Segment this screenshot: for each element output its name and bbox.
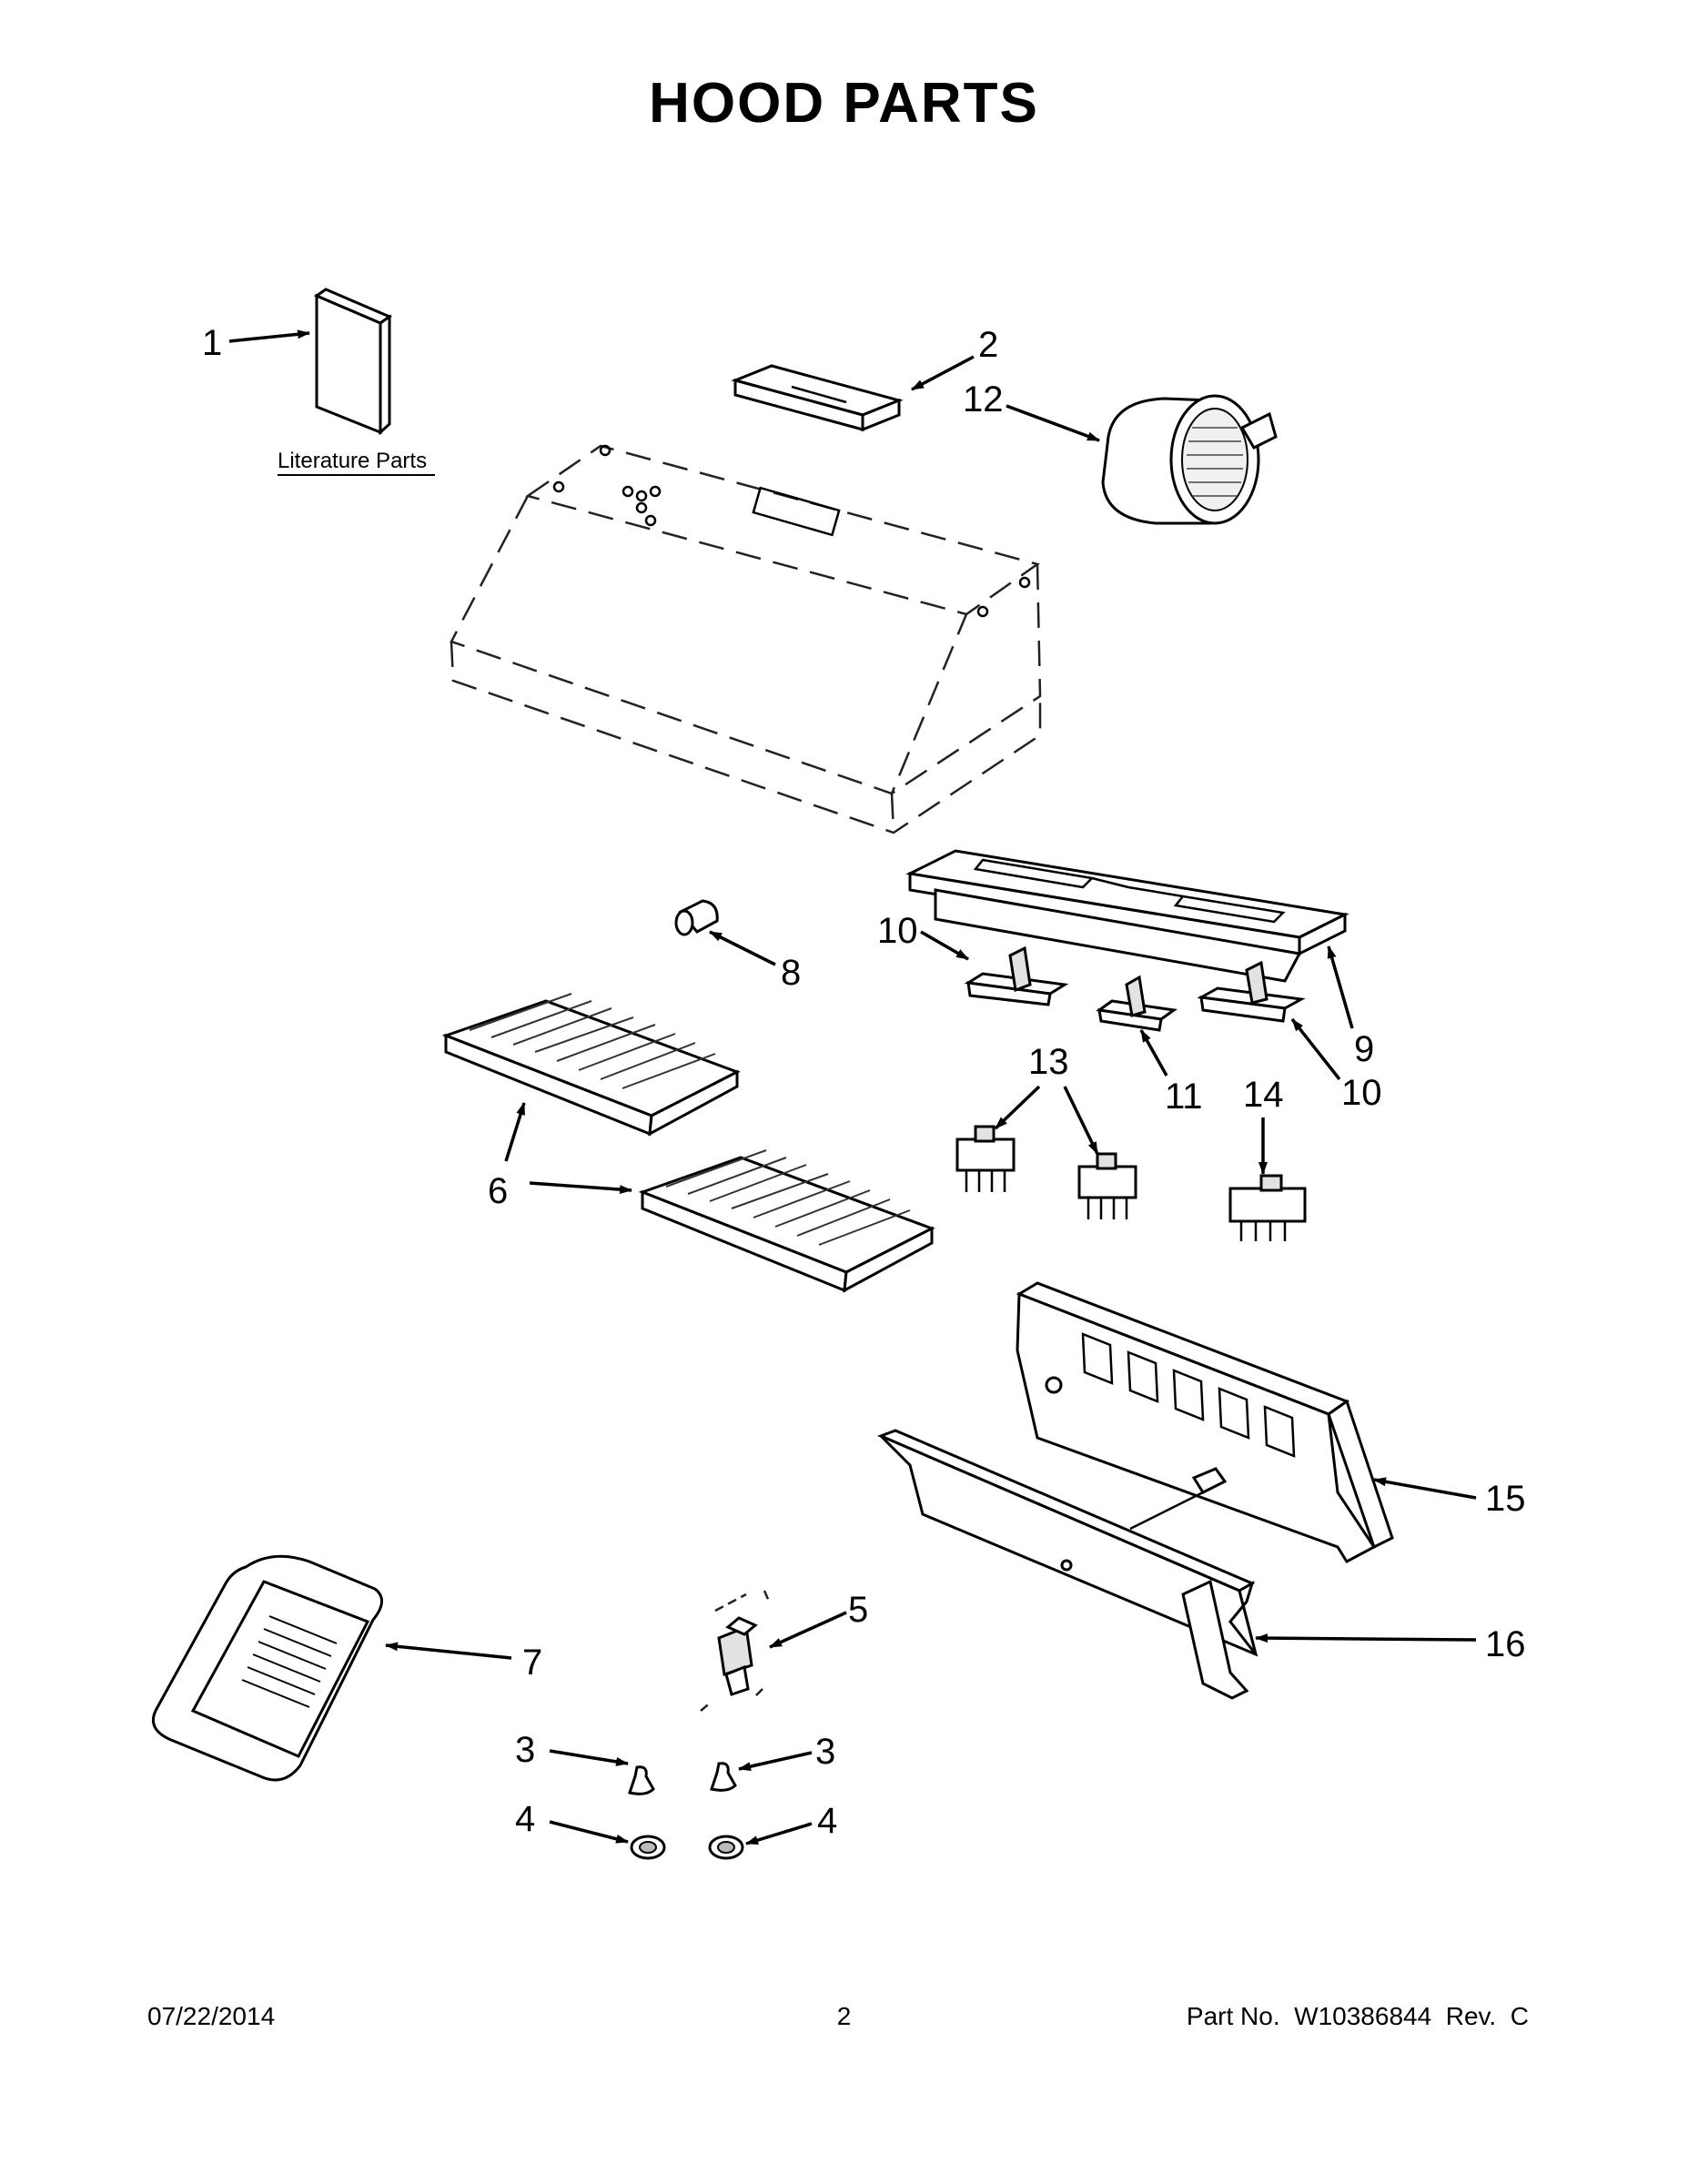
page-title: HOOD PARTS — [649, 72, 1039, 135]
part-3-lamp-left — [628, 1765, 655, 1795]
part-7-instructions-bag — [152, 1554, 383, 1782]
part-6-grease-filter-upper — [441, 993, 741, 1137]
arrow-16 — [1255, 1633, 1477, 1643]
callout-5: 5 — [848, 1590, 868, 1630]
callout-14: 14 — [1243, 1075, 1284, 1115]
part-5-light-socket — [700, 1590, 772, 1712]
callout-13: 13 — [1028, 1042, 1069, 1082]
arrow-8 — [709, 930, 776, 966]
callout-10-right: 10 — [1341, 1073, 1382, 1113]
arrow-9 — [1327, 945, 1354, 1029]
footer-date: 07/22/2014 — [147, 2002, 276, 2030]
part-6-grease-filter-lower — [638, 1149, 935, 1293]
part-12-blower — [1101, 394, 1278, 525]
part-10-button-right — [1197, 960, 1306, 1023]
callout-6: 6 — [488, 1171, 508, 1211]
arrow-10-right — [1290, 1017, 1341, 1081]
callout-11: 11 — [1165, 1077, 1203, 1117]
arrow-13-left — [994, 1085, 1041, 1130]
part-13-switch-right — [1077, 1152, 1137, 1219]
part-8-sleeve — [674, 899, 719, 936]
part-1-literature-booklet — [313, 288, 393, 436]
part-13-switch-left — [955, 1125, 1016, 1192]
footer-page-number: 2 — [836, 2002, 852, 2030]
arrow-6-upper — [504, 1102, 526, 1162]
callout-1: 1 — [202, 323, 222, 363]
arrow-3-right — [738, 1751, 813, 1772]
callout-16: 16 — [1485, 1624, 1526, 1664]
arrow-7 — [385, 1642, 512, 1660]
part-3-lamp-right — [710, 1762, 737, 1792]
callout-15: 15 — [1485, 1479, 1526, 1519]
callout-4-right: 4 — [817, 1801, 837, 1841]
part-14-switch — [1228, 1174, 1307, 1241]
arrow-12 — [1006, 404, 1100, 442]
literature-parts-label: Literature Parts — [278, 449, 427, 473]
part-15-control-bracket — [1016, 1281, 1394, 1563]
footer-part-number: Part No. W10386844 Rev. C — [1186, 2002, 1529, 2030]
callout-2: 2 — [978, 325, 998, 365]
callout-7: 7 — [522, 1643, 542, 1683]
arrow-5 — [769, 1611, 847, 1649]
part-16-control-panel — [876, 1429, 1258, 1700]
arrow-2 — [911, 355, 975, 391]
arrow-6-lower — [529, 1181, 632, 1195]
callout-12: 12 — [963, 379, 1004, 420]
part-2-duct-bracket — [731, 364, 904, 432]
callout-9: 9 — [1354, 1029, 1374, 1069]
arrow-3-left — [549, 1749, 629, 1766]
callout-10-left: 10 — [877, 911, 918, 951]
arrow-11 — [1139, 1029, 1168, 1077]
part-4-lens-left — [630, 1835, 666, 1860]
hood-body-outline — [450, 444, 1042, 834]
callout-8: 8 — [781, 953, 801, 993]
arrow-15 — [1373, 1477, 1477, 1500]
arrow-4-left — [549, 1820, 629, 1844]
callout-4-left: 4 — [515, 1799, 535, 1839]
callout-3-left: 3 — [515, 1730, 535, 1770]
callout-3-right: 3 — [815, 1732, 835, 1772]
part-9-control-housing — [905, 849, 1349, 983]
arrow-4-right — [745, 1822, 813, 1845]
arrow-10-left — [920, 930, 969, 961]
arrow-13-right — [1063, 1086, 1099, 1155]
part-10-button-left — [964, 945, 1069, 1006]
part-11-button — [1096, 975, 1178, 1032]
part-4-lens-right — [708, 1835, 744, 1860]
arrow-1 — [228, 329, 310, 343]
